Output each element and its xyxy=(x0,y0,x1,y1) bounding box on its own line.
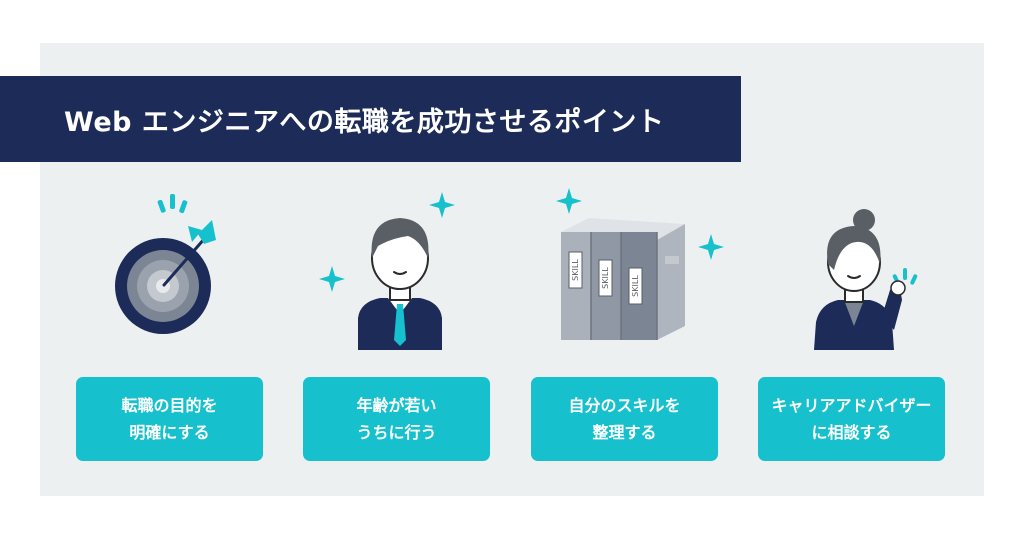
point-card-1: 転職の目的を 明確にする xyxy=(76,377,263,461)
point-card-line: 自分のスキルを xyxy=(568,396,681,415)
title-banner: Web エンジニアへの転職を成功させるポイント xyxy=(0,76,741,162)
binder-label: SKILL xyxy=(631,275,640,297)
advisor-woman-icon xyxy=(760,180,970,350)
point-card-line: うちに行う xyxy=(356,423,437,442)
skill-binders-icon: SKILL SKILL SKILL xyxy=(535,180,745,350)
point-card-line: 明確にする xyxy=(129,423,210,442)
sparkle-icon xyxy=(319,266,345,292)
sparkle-icon xyxy=(429,192,455,218)
point-card-line: 整理する xyxy=(592,423,657,442)
point-card-line: キャリアアドバイザー xyxy=(771,396,932,415)
target-arrow-icon xyxy=(80,180,290,350)
page-title: Web エンジニアへの転職を成功させるポイント xyxy=(64,106,665,138)
point-card-line: に相談する xyxy=(811,423,892,442)
sparkle-icon xyxy=(698,234,724,260)
binder-label: SKILL xyxy=(571,259,580,281)
point-card-line: 転職の目的を xyxy=(121,396,218,415)
point-card-3: 自分のスキルを 整理する xyxy=(531,377,718,461)
businessman-icon xyxy=(308,180,518,350)
point-card-4: キャリアアドバイザー に相談する xyxy=(758,377,945,461)
binder-label: SKILL xyxy=(601,267,610,289)
sparkle-icon xyxy=(556,188,582,214)
point-card-line: 年齢が若い xyxy=(356,396,437,415)
point-card-2: 年齢が若い うちに行う xyxy=(303,377,490,461)
